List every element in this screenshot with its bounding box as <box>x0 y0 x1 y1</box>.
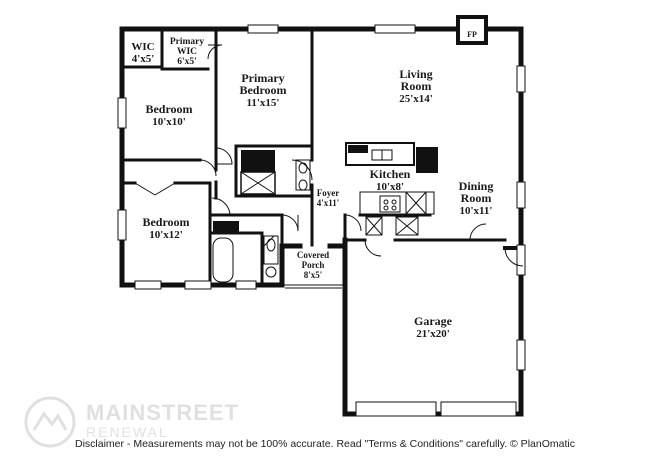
bedroom-2-name: Bedroom <box>142 215 189 229</box>
windows <box>117 24 526 417</box>
fireplace-label: FP <box>467 30 477 39</box>
primary-bedroom-name-2: Bedroom <box>239 83 286 97</box>
window-bottom-2 <box>184 280 212 290</box>
garage-door-1 <box>355 401 437 417</box>
bedroom-2-dim: 10'x12' <box>149 229 183 241</box>
covered-porch-name-2: Porch <box>302 260 325 270</box>
logo-sub: RENEWAL <box>86 424 169 440</box>
window-bottom-bath <box>235 280 257 290</box>
fireplace: FP <box>456 15 488 45</box>
fixtures <box>212 142 438 283</box>
room-labels: WIC 4'x5' Primary WIC 6'x5' Primary Bedr… <box>131 37 493 340</box>
primary-bedroom-name-1: Primary <box>241 71 284 85</box>
window-right-living <box>516 65 526 93</box>
logo-brand: MAINSTREET <box>86 400 239 425</box>
primary-bedroom-dim: 11'x15' <box>246 97 279 109</box>
bedroom-1-dim: 10'x10' <box>152 116 186 128</box>
window-right-garage <box>516 244 526 276</box>
garage-dim: 21'x20' <box>416 328 450 340</box>
garage-door-2 <box>440 401 517 417</box>
interior-walls <box>120 27 507 287</box>
wic-name: WIC <box>131 41 154 53</box>
foyer-name: Foyer <box>317 188 340 198</box>
doors <box>134 44 524 267</box>
window-top-living <box>374 24 416 34</box>
watermark-logo: MAINSTREET RENEWAL <box>24 396 254 452</box>
primary-wic-name-1: Primary <box>170 37 205 47</box>
living-room-name-2: Room <box>401 79 432 93</box>
kitchen-name: Kitchen <box>370 167 411 181</box>
window-bottom-1 <box>134 280 162 290</box>
kitchen-dim: 10'x8' <box>376 181 404 193</box>
logo-icon <box>24 396 76 448</box>
window-left-bedroom2 <box>117 209 127 241</box>
living-room-name-1: Living <box>399 67 432 81</box>
foyer-dim: 4'x11' <box>317 198 340 208</box>
bedroom-1-name: Bedroom <box>145 102 192 116</box>
covered-porch-name-1: Covered <box>297 250 329 260</box>
wic-dim: 4'x5' <box>132 53 155 65</box>
covered-porch-dim: 8'x5' <box>304 270 323 280</box>
dining-room-dim: 10'x11' <box>459 205 492 217</box>
window-right-garage2 <box>516 339 526 371</box>
window-right-dining <box>516 181 526 209</box>
garage-name: Garage <box>414 314 453 328</box>
dining-room-name-2: Room <box>461 191 492 205</box>
window-top-primary <box>247 24 279 34</box>
living-room-dim: 25'x14' <box>399 93 433 105</box>
primary-wic-name-2: WIC <box>177 47 197 57</box>
primary-wic-dim: 6'x5' <box>177 57 197 67</box>
dining-room-name-1: Dining <box>459 179 494 193</box>
window-left-bedroom <box>117 97 127 129</box>
disclaimer: Disclaimer - Measurements may not be 100… <box>75 438 575 450</box>
